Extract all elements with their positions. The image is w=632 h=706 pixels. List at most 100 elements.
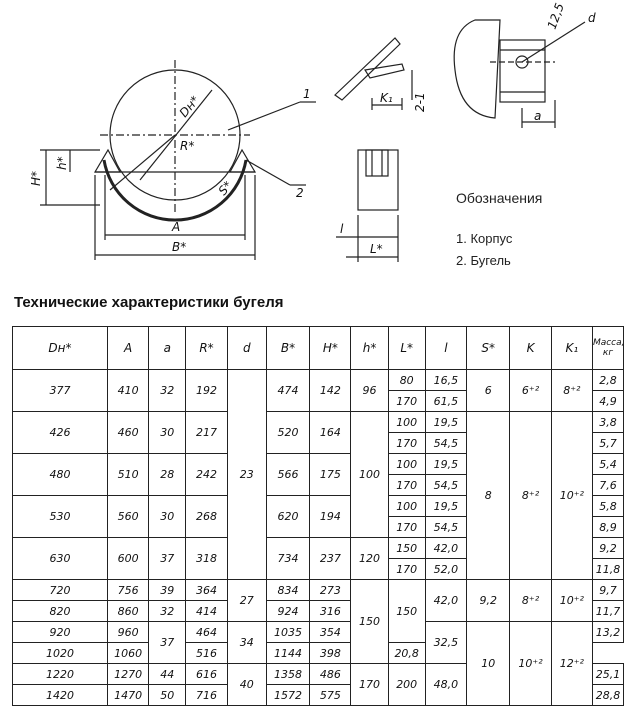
table-cell: 10⁺² [550, 411, 593, 580]
table-row: 170 54,5 8,9 [13, 516, 625, 538]
table-cell: 164 [309, 411, 352, 454]
table-cell: 464 [185, 621, 228, 643]
col-header: L* [387, 326, 426, 370]
table-cell: 28,8 [591, 684, 625, 706]
callout-2: 2 [296, 186, 304, 200]
table-cell: 52,0 [424, 558, 468, 580]
table-cell: 96 [350, 369, 389, 412]
table-cell: 3,8 [591, 411, 625, 433]
table-cell: 734 [265, 537, 311, 580]
table-cell: 1358 [265, 663, 311, 685]
table-cell: 170 [350, 663, 389, 706]
table-cell: 398 [309, 642, 352, 664]
table-cell: 410 [106, 369, 150, 412]
legend: Обозначения 1. Корпус 2. Бугель [456, 190, 542, 272]
table-row: 1020 1060 516 1144 398 20,8 [12, 642, 624, 664]
table-cell: 1572 [265, 684, 311, 706]
table-cell: 170 [387, 516, 426, 538]
table-cell: 1220 [12, 663, 108, 685]
label-a-cap: A [171, 220, 180, 234]
table-cell: 7,6 [591, 474, 625, 496]
label-k1: K₁ [380, 91, 393, 105]
table-cell: 9,7 [591, 579, 625, 601]
table-cell: 32 [148, 600, 187, 622]
label-a-small: a [534, 109, 541, 123]
table-cell: 100 [387, 495, 426, 517]
table-cell: 860 [106, 600, 150, 622]
table-cell: 6 [466, 369, 511, 412]
table-row: 530 560 30 268 620 194 100 19,5 5,8 [12, 495, 625, 538]
table-cell: 12⁺² [550, 621, 593, 706]
col-header: S* [466, 326, 511, 370]
legend-item-body: 1. Корпус [456, 231, 513, 246]
table-cell: 516 [185, 642, 228, 664]
table-cell: 377 [12, 369, 108, 412]
table-row: 820 860 32 414 924 316 11,7 [12, 600, 625, 622]
table-cell: 28 [148, 453, 187, 496]
table-cell: 61,5 [424, 390, 468, 412]
table-cell: 316 [309, 600, 352, 622]
table-cell: 54,5 [424, 516, 468, 538]
table-cell: 25,1 [591, 663, 625, 685]
table-cell: 42,0 [424, 537, 468, 559]
table-cell: 19,5 [424, 495, 468, 517]
table-cell: 50 [148, 684, 187, 706]
table-cell: 480 [12, 453, 108, 496]
table-cell: 8⁺² [550, 369, 593, 412]
table-cell: 1035 [265, 621, 311, 643]
table-cell: 1144 [265, 642, 311, 664]
table-cell: 924 [265, 600, 311, 622]
table-cell: 13,2 [591, 621, 625, 643]
col-header: K₁ [550, 326, 593, 370]
table-cell: 48,0 [424, 663, 468, 706]
table-cell: 600 [106, 537, 150, 580]
legend-title: Обозначения [456, 190, 543, 206]
table-cell: 414 [185, 600, 228, 622]
table-cell: 80 [387, 369, 426, 391]
table-cell: 194 [309, 495, 352, 538]
table-cell: 8⁺² [509, 411, 552, 580]
table-cell: 34 [226, 621, 267, 664]
col-header: B* [265, 326, 311, 370]
callout-1: 1 [303, 87, 311, 101]
table-cell: 192 [185, 369, 228, 412]
table-cell: 39 [148, 579, 187, 601]
table-cell: 575 [309, 684, 352, 706]
table-cell: 54,5 [424, 474, 468, 496]
col-header: d [226, 326, 267, 370]
table-cell: 170 [387, 432, 426, 454]
table-cell: 834 [265, 579, 311, 601]
table-row: 720 756 39 364 27 834 273 150 150 42,0 9… [12, 579, 625, 664]
table-cell: 42,0 [424, 579, 468, 622]
label-l-cap: L* [370, 242, 383, 256]
table-cell: 100 [350, 411, 389, 538]
label-r: R* [180, 139, 194, 153]
detail-side-view [357, 149, 399, 211]
table-cell: 37 [148, 537, 187, 580]
table-cell: 354 [309, 621, 352, 643]
table-cell: 37 [148, 621, 187, 664]
table-cell: 756 [106, 579, 150, 601]
section-title: Технические характеристики бугеля [14, 294, 284, 311]
table-cell: 630 [12, 537, 108, 580]
table-cell: 10⁺² [509, 621, 552, 706]
label-l-small: l [340, 222, 344, 236]
legend-item-clamp: 2. Бугель [456, 253, 511, 268]
detail-strip [334, 37, 401, 101]
table-cell: 1420 [12, 684, 108, 706]
table-cell: 520 [265, 411, 311, 454]
col-header: Dн* [12, 326, 108, 370]
table-cell: 9,2 [466, 579, 511, 622]
table-cell: 19,5 [424, 411, 468, 433]
col-header: Масса, кг [591, 326, 625, 370]
table-cell: 560 [106, 495, 150, 538]
table-cell: 920 [12, 621, 108, 643]
table-cell: 474 [265, 369, 311, 412]
table-cell: 170 [387, 558, 426, 580]
table-row: 920 960 37 464 34 1035 354 32,5 10 10⁺² … [12, 621, 625, 706]
table-cell: 150 [350, 579, 389, 664]
col-header: a [148, 326, 187, 370]
table-cell: 170 [387, 390, 426, 412]
table-cell: 2,8 [591, 369, 625, 391]
table-cell: 960 [106, 621, 150, 643]
